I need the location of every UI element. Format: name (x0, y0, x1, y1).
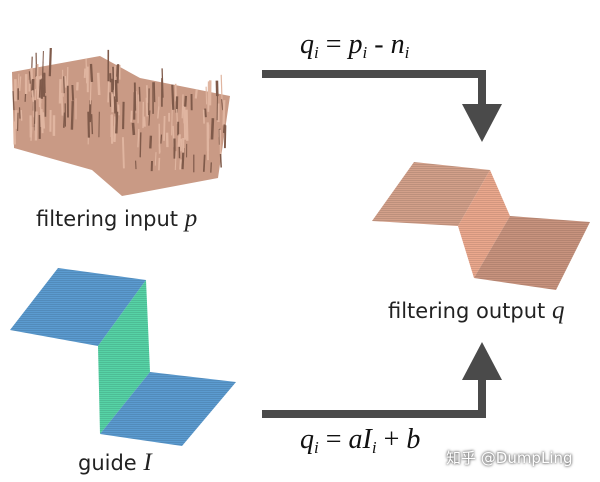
noise-spike (204, 108, 207, 118)
noise-spike (121, 137, 125, 169)
noise-spike (114, 79, 118, 102)
noise-spike (176, 108, 179, 125)
noise-spike (58, 79, 62, 104)
noise-spike (63, 112, 66, 128)
noise-spike (185, 109, 189, 141)
noise-spike (177, 134, 181, 147)
noise-spike (122, 101, 125, 130)
noise-spike (184, 95, 188, 107)
noise-spike (160, 134, 163, 144)
noise-spike (207, 81, 210, 112)
bottom-arrow (262, 342, 502, 418)
noise-spike (202, 109, 205, 124)
noise-spike (70, 101, 74, 130)
label-guide: guide I (78, 449, 152, 476)
noise-spike (89, 80, 92, 105)
noise-spike (62, 69, 64, 97)
noise-spike (179, 159, 182, 170)
noise-spike (117, 104, 120, 116)
noise-spike (20, 109, 23, 121)
noise-spike (13, 121, 17, 145)
noise-spike (149, 135, 153, 149)
equation-top: qi = pi - ni (300, 29, 410, 62)
equation-bottom: qi = aIi + b (300, 424, 421, 457)
noise-spike (19, 76, 22, 91)
noise-spike (85, 58, 88, 84)
noise-spike (139, 132, 142, 158)
noise-spike (35, 52, 38, 81)
noise-spike (205, 86, 208, 105)
noise-spike (60, 92, 64, 116)
noise-spike (87, 111, 90, 138)
noise-spike (181, 94, 184, 119)
watermark: 知乎 @DumpLing (446, 449, 573, 467)
noise-spike (18, 107, 21, 119)
noise-spike (153, 82, 156, 103)
noise-spike (180, 138, 183, 152)
label-filtering-output: filtering output q (388, 297, 565, 324)
guide-step-surface (10, 268, 236, 446)
noise-spike (89, 63, 94, 82)
noise-spike (221, 99, 224, 111)
top-arrow (262, 70, 502, 142)
noise-spike (219, 153, 222, 168)
noise-spike (39, 98, 42, 128)
noise-spike (210, 118, 215, 140)
noise-spike (194, 89, 198, 99)
noise-spike (142, 116, 146, 127)
noise-spike (171, 104, 173, 136)
noise-spike (137, 128, 140, 148)
noise-spike (41, 61, 44, 89)
noise-spike (43, 72, 46, 94)
noise-spike (112, 66, 115, 94)
label-filtering-input: filtering input p (36, 205, 198, 232)
noise-spike (220, 74, 223, 103)
noise-spike (130, 110, 133, 123)
noise-spike (148, 110, 151, 126)
noise-spike (28, 71, 31, 84)
noise-spike (131, 122, 136, 136)
noise-spike (154, 152, 157, 166)
noise-spike (30, 127, 33, 141)
output-step-surface (372, 162, 590, 290)
noise-spike (107, 81, 110, 103)
noise-spike (202, 154, 206, 172)
noise-spike (145, 97, 149, 117)
noise-spike (71, 84, 75, 101)
noise-spike (90, 114, 94, 135)
noise-spike (174, 151, 177, 171)
noise-spike (64, 76, 67, 88)
noise-spike (210, 162, 212, 173)
noise-spike (222, 100, 226, 126)
noise-spike (48, 47, 52, 77)
noise-spike (223, 125, 227, 149)
noise-spike (158, 157, 161, 171)
noise-spike (114, 99, 118, 127)
noise-spike (34, 111, 38, 141)
noisy-input-surface (12, 47, 230, 196)
noise-spike (161, 68, 164, 98)
noise-spike (38, 79, 42, 98)
noise-spike (116, 64, 120, 84)
noise-spike (163, 115, 166, 141)
noise-spike (41, 112, 46, 129)
noise-spike (12, 91, 15, 111)
noise-spike (110, 117, 114, 142)
noise-spike (171, 84, 175, 110)
noise-spike (96, 72, 101, 96)
noise-spike (138, 86, 141, 102)
noise-spike (109, 92, 112, 107)
noise-spike (183, 110, 187, 140)
noise-spike (83, 68, 87, 78)
noise-spike (17, 73, 20, 89)
